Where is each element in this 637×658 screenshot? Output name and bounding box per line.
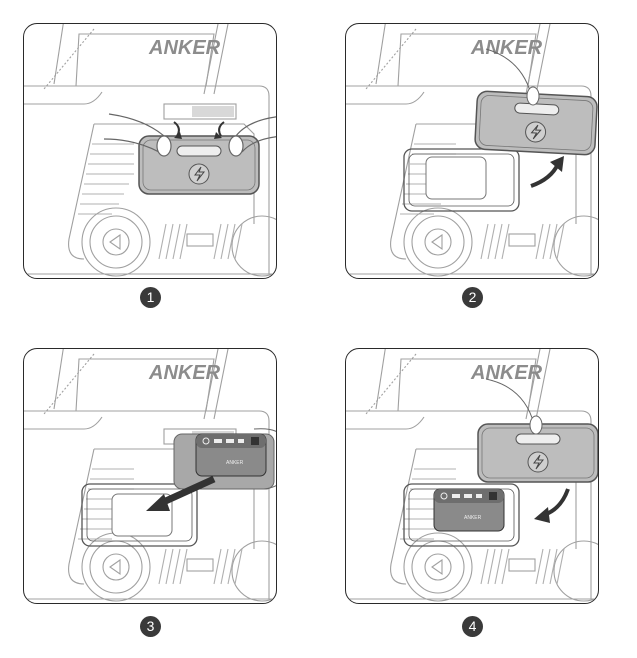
step-number-badge: 4 bbox=[462, 616, 483, 637]
step-number-badge: 1 bbox=[140, 287, 161, 308]
step-number: 3 bbox=[146, 618, 155, 634]
step-2-illustration bbox=[345, 23, 599, 279]
step-4-illustration bbox=[345, 348, 599, 604]
step-1-illustration bbox=[23, 23, 277, 279]
step-3-illustration bbox=[23, 348, 277, 604]
step-number-badge: 2 bbox=[462, 287, 483, 308]
step-number: 4 bbox=[468, 618, 477, 634]
step-number: 1 bbox=[146, 289, 155, 305]
step-number: 2 bbox=[468, 289, 477, 305]
step-number-badge: 3 bbox=[140, 616, 161, 637]
